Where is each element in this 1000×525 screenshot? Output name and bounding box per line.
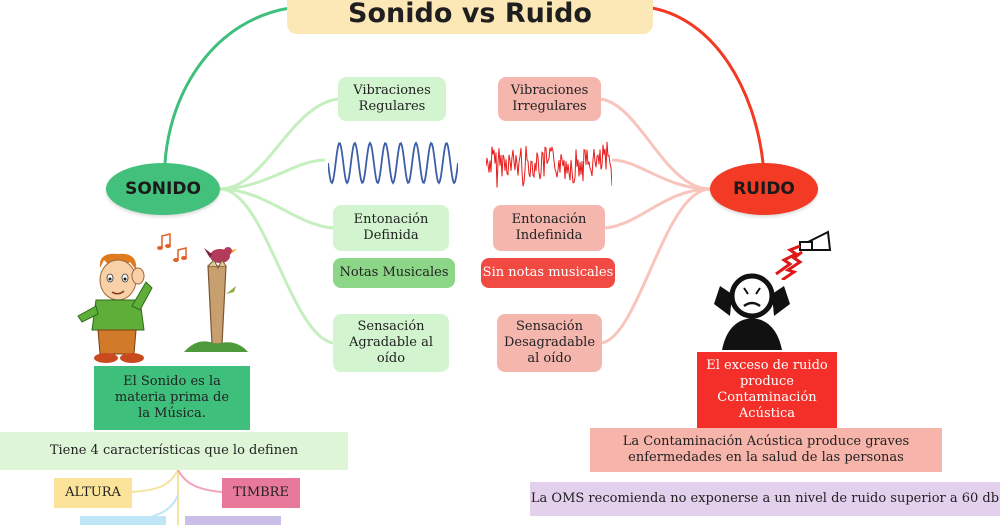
altura-tag: ALTURA xyxy=(54,478,132,508)
music-matter-box: El Sonido es la materia prima de la Músi… xyxy=(94,366,250,430)
excess-noise-box: El exceso de ruido produce Contaminación… xyxy=(697,352,837,428)
bird-on-stump-icon xyxy=(180,240,250,360)
vibrations-regular-node: Vibraciones Regulares xyxy=(338,77,446,121)
intonation-undefined-node: Entonación Indefinida xyxy=(493,205,605,251)
characteristics-box: Tiene 4 características que lo definen xyxy=(0,432,348,470)
stressed-person-icon xyxy=(708,268,796,350)
vibrations-irregular-node: Vibraciones Irregulares xyxy=(498,77,601,121)
diseases-box: La Contaminación Acústica produce graves… xyxy=(590,428,942,472)
musical-notes-node: Notas Musicales xyxy=(333,258,455,288)
intonation-defined-node: Entonación Definida xyxy=(333,205,449,251)
timbre-tag: TIMBRE xyxy=(222,478,300,508)
music-notes-icon xyxy=(156,228,192,268)
characteristic-tag-4 xyxy=(185,516,281,525)
characteristic-tag-3 xyxy=(80,516,166,525)
hub-sonido: SONIDO xyxy=(106,163,220,215)
no-musical-notes-node: Sin notas musicales xyxy=(481,258,615,288)
page-title: Sonido vs Ruido xyxy=(287,0,653,34)
sine-wave-icon xyxy=(327,138,459,188)
loud-horn-icon xyxy=(760,228,834,282)
oms-recommendation-box: La OMS recomienda no exponerse a un nive… xyxy=(530,482,1000,516)
listening-boy-icon xyxy=(70,248,160,366)
pleasant-sensation-node: Sensación Agradable al oído xyxy=(333,314,449,372)
noise-wave-icon xyxy=(485,133,613,195)
unpleasant-sensation-node: Sensación Desagradable al oído xyxy=(497,314,602,372)
hub-ruido: RUIDO xyxy=(710,163,818,215)
